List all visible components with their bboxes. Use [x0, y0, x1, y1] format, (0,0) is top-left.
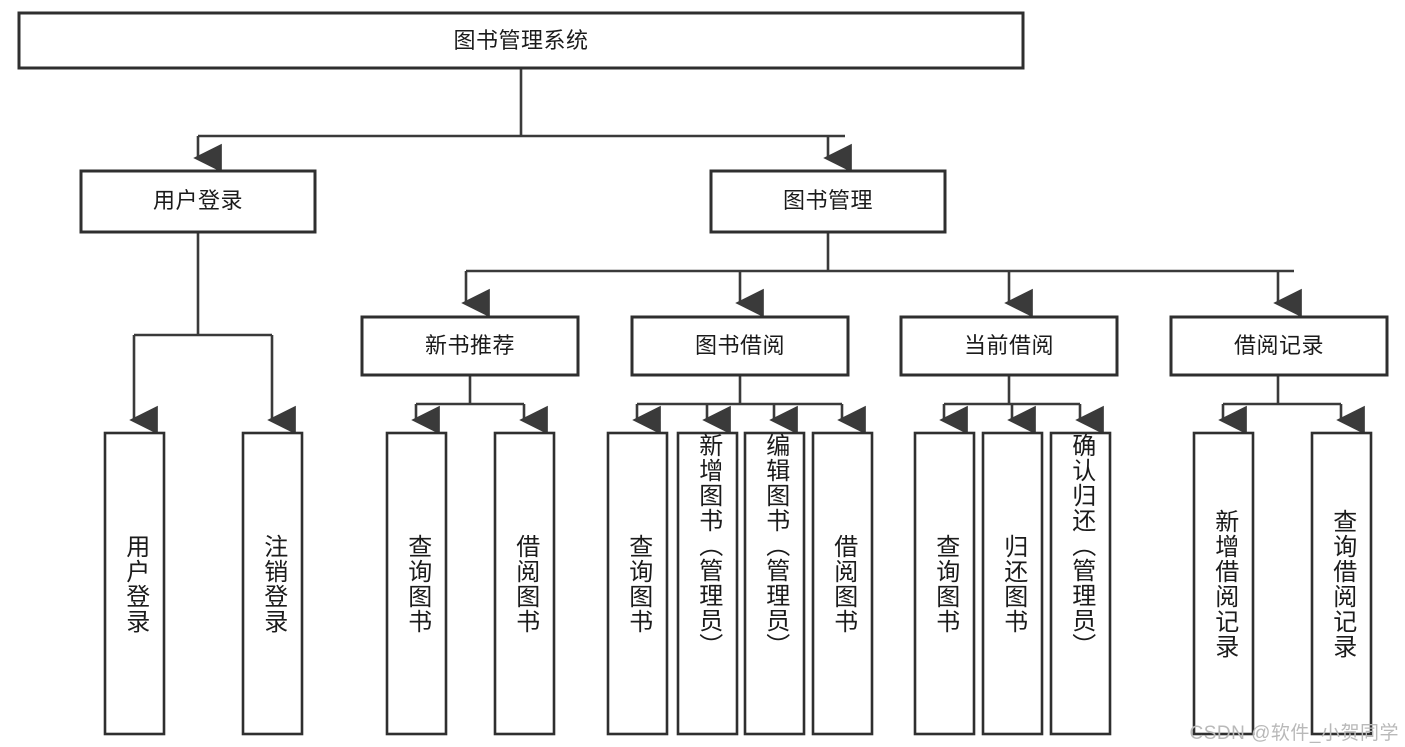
leaf-boxes [103, 431, 1373, 736]
leaf-box-user-logout[interactable] [241, 431, 304, 736]
csdn-watermark: CSDN @软件_小贺同学 [1189, 723, 1399, 744]
leaf-box-add-record[interactable] [1192, 431, 1255, 736]
edge-bookmanage-to-level2 [461, 232, 1302, 318]
leaf-box-query-book-1[interactable] [385, 431, 448, 736]
node-root-label: 图书管理系统 [453, 28, 588, 53]
node-root[interactable]: 图书管理系统 [17, 11, 1025, 70]
edge-bookborrow-to-leaves [632, 375, 866, 435]
node-book-borrow[interactable]: 图书借阅 [630, 315, 850, 377]
node-book-borrow-label: 图书借阅 [695, 333, 785, 358]
leaf-box-user-login[interactable] [103, 431, 166, 736]
leaf-box-query-book-3[interactable] [913, 431, 976, 736]
leaf-box-borrow-book-2[interactable] [811, 431, 874, 736]
node-user-login[interactable]: 用户登录 [79, 169, 317, 234]
leaf-box-query-book-2[interactable] [606, 431, 669, 736]
leaf-box-return-book[interactable] [981, 431, 1044, 736]
node-current-borrow-label: 当前借阅 [964, 333, 1054, 358]
node-new-book-recommend-label: 新书推荐 [425, 333, 515, 358]
node-current-borrow[interactable]: 当前借阅 [899, 315, 1119, 377]
leaf-box-add-book[interactable] [676, 431, 739, 736]
edge-borrowrecord-to-leaves [1218, 375, 1365, 435]
edge-userlogin-to-leaves [129, 232, 296, 435]
node-new-book-recommend[interactable]: 新书推荐 [360, 315, 580, 377]
leaf-box-borrow-book-1[interactable] [493, 431, 556, 736]
edge-root-to-level1 [193, 68, 852, 173]
leaf-box-edit-book[interactable] [743, 431, 806, 736]
leaf-box-query-record[interactable] [1310, 431, 1373, 736]
node-borrow-record[interactable]: 借阅记录 [1169, 315, 1389, 377]
leaf-box-confirm-return[interactable] [1049, 431, 1112, 736]
edge-currentborrow-to-leaves [939, 375, 1104, 435]
node-borrow-record-label: 借阅记录 [1234, 333, 1324, 358]
node-book-manage-label: 图书管理 [783, 188, 873, 213]
node-book-manage[interactable]: 图书管理 [709, 169, 947, 234]
edge-newbook-to-leaves [411, 375, 548, 435]
node-user-login-label: 用户登录 [153, 188, 243, 213]
